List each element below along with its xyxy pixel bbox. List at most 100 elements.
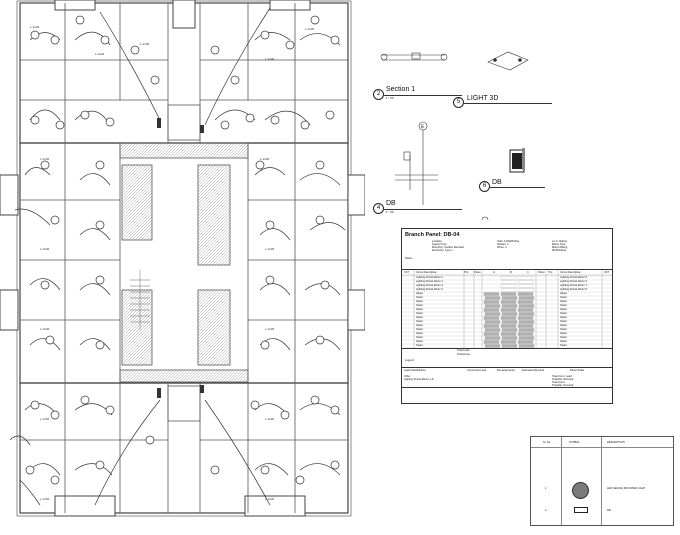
svg-text:L-1/AR: L-1/AR <box>30 25 40 29</box>
svg-text:L-1/AR: L-1/AR <box>265 327 275 331</box>
phase-cell <box>501 288 518 292</box>
phase-cell <box>518 344 535 348</box>
circuit-description-left: Spare <box>416 344 423 347</box>
symbol-legend: Sr. No. SYMBOL DESCRIPTION 1 LED CEILING… <box>530 436 674 526</box>
phase-cell <box>518 320 535 324</box>
phase-cell <box>517 308 534 312</box>
phase-cell <box>517 300 534 304</box>
circuit-description-right: Lighting Ahmat Room 6 <box>560 280 587 283</box>
phase-cell <box>500 292 517 296</box>
wall-notches <box>0 0 366 517</box>
db-cabinet-3d <box>509 148 525 173</box>
circuit-description-right: Spare <box>560 308 567 311</box>
phase-cell <box>501 344 518 348</box>
view-title: DB <box>386 200 396 207</box>
view-section1[interactable]: 2 Section 1 1 : 50 <box>373 86 463 102</box>
phase-cell <box>500 284 517 288</box>
svg-text:L-1/AR: L-1/AR <box>140 42 150 46</box>
phase-cell <box>483 300 500 304</box>
svg-text:L-1/AR: L-1/AR <box>305 27 315 31</box>
view-light3d[interactable]: 5 LIGHT 3D <box>453 95 553 110</box>
view-title: Section 1 <box>386 86 416 93</box>
circuit-description-left: Spare <box>416 320 423 323</box>
phase-cell <box>518 312 535 316</box>
circuit-grid <box>402 270 612 348</box>
legend-header-no: Sr. No. <box>543 441 551 444</box>
view-number-tag: 2 <box>373 89 384 100</box>
circuit-description-left: Spare <box>416 340 423 343</box>
circuit-description-right: Spare <box>560 296 567 299</box>
phase-cell <box>518 296 535 300</box>
view-title-underline <box>384 95 462 96</box>
phase-cell <box>483 340 500 344</box>
circuit-description-left: Spare <box>416 308 423 311</box>
view-db-3d[interactable]: 6 DB <box>479 179 549 192</box>
phase-cell <box>500 276 517 280</box>
wiring-runs <box>9 7 346 506</box>
outer-walls <box>16 0 352 517</box>
svg-text:L-1/AR: L-1/AR <box>265 247 275 251</box>
load-header: Connected Load <box>467 369 487 372</box>
svg-text:L-1/AR: L-1/AR <box>265 497 275 501</box>
circuit-description-left: Lighting Ahmat Room 4 <box>416 288 443 291</box>
phase-cell <box>518 336 535 340</box>
circuit-description-left: Spare <box>416 300 423 303</box>
phase-cell <box>484 304 501 308</box>
circuit-description-right: Spare <box>560 312 567 315</box>
circuit-description-left: Spare <box>416 304 423 307</box>
phase-cell <box>484 320 501 324</box>
circuit-description-right: Spare <box>560 316 567 319</box>
legend-label: Legend: <box>405 359 415 362</box>
circuit-description-left: Lighting Ahmat Room 3 <box>416 284 443 287</box>
grid-tag: E <box>421 124 425 130</box>
phase-cell <box>518 304 535 308</box>
svg-text:L-1/AR: L-1/AR <box>40 417 50 421</box>
phase-cell <box>501 328 518 332</box>
phase-cell <box>517 284 534 288</box>
light-fixtures <box>25 15 340 485</box>
legend-row-desc: DB <box>607 509 611 512</box>
circuit-description-right: Spare <box>560 320 567 323</box>
phase-cell <box>517 332 534 336</box>
core-walls <box>119 104 249 422</box>
circuit-description-right: Spare <box>560 292 567 295</box>
panel-header-left: Location:Supply From: Mounting: Surface … <box>432 240 464 252</box>
svg-text:L-1/AR: L-1/AR <box>95 52 105 56</box>
phase-cell <box>483 324 500 328</box>
stair <box>130 270 150 330</box>
circuit-description-right: Spare <box>560 300 567 303</box>
svg-text:L-1/AR: L-1/AR <box>260 157 270 161</box>
view-scale: 1 : 50 <box>386 210 394 214</box>
phase-cell <box>517 292 534 296</box>
view-scale: 1 : 50 <box>386 96 394 100</box>
load-header: Panel Totals <box>570 369 585 372</box>
view-title-underline <box>464 103 552 104</box>
view-number-tag: 6 <box>479 181 490 192</box>
phase-cell <box>500 308 517 312</box>
svg-text:L-1/AR: L-1/AR <box>40 247 50 251</box>
view-db-elevation[interactable]: 4 DB 1 : 50 <box>373 200 463 216</box>
branch-panel-schedule: Branch Panel: DB-04 Location:Supply From… <box>401 228 613 404</box>
legend-row-no: 2 <box>545 509 547 512</box>
phase-cell <box>484 312 501 316</box>
circuit-description-right: Spare <box>560 340 567 343</box>
phase-cell <box>500 340 517 344</box>
circuit-description-right: Spare <box>560 332 567 335</box>
svg-text:L-1/AR: L-1/AR <box>40 157 50 161</box>
view-title: DB <box>492 179 502 186</box>
circuit-description-left: Lighting Ahmat Room 1 <box>416 276 443 279</box>
db-markers <box>157 118 204 398</box>
phase-cell <box>484 344 501 348</box>
legend-row-desc: LED CEILING MOUNTED LIGHT <box>607 487 646 490</box>
load-classification-table: Load Classification Connected Load Deman… <box>402 367 612 388</box>
view-title-underline <box>384 209 462 210</box>
phase-cell <box>517 316 534 320</box>
circuit-description-left: Spare <box>416 328 423 331</box>
circuit-description-right: Spare <box>560 336 567 339</box>
phase-cell <box>517 340 534 344</box>
phase-cell <box>483 292 500 296</box>
phase-cell <box>484 328 501 332</box>
load-row: Lighting Ahmat Room 1-8 <box>404 378 434 381</box>
phase-cell <box>500 316 517 320</box>
